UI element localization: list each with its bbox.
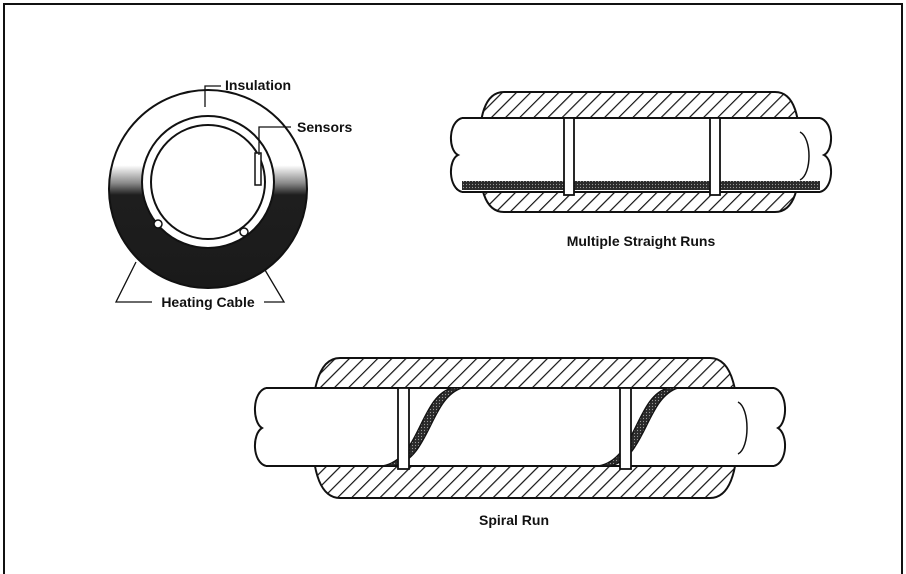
leader-lines <box>114 85 291 303</box>
straight-run-heating-cable <box>456 181 824 190</box>
sensors-label: Sensors <box>297 119 352 135</box>
pipe-cross-section <box>108 89 308 289</box>
diagram-frame <box>3 3 903 574</box>
spiral-run-strap-1 <box>397 387 410 470</box>
spiral-run-insulation-end-right <box>737 401 748 455</box>
straight-runs-strap-1 <box>563 117 575 196</box>
spiral-cable-segment-1 <box>381 387 463 467</box>
spiral-run-assembly <box>254 357 786 499</box>
spiral-run-strap-2 <box>619 387 632 470</box>
heating-cable-left <box>153 219 163 229</box>
straight-runs-assembly <box>450 91 832 213</box>
multiple-straight-runs-label: Multiple Straight Runs <box>567 233 716 249</box>
pipe-inner-wall <box>150 124 266 240</box>
straight-runs-pipe-right-end <box>819 117 832 193</box>
spiral-run-pipe-left-end <box>254 387 267 467</box>
insulation-leader <box>204 85 221 107</box>
heating-cable-label: Heating Cable <box>161 294 255 310</box>
heating-cable-leader-left <box>114 261 152 303</box>
spiral-run-pipe-right-end <box>773 387 786 467</box>
insulation-label: Insulation <box>225 77 291 93</box>
sensor-element <box>254 152 262 186</box>
heating-cable-leader-right <box>264 269 286 303</box>
straight-runs-insulation-end-right <box>799 131 810 181</box>
spiral-run-pipe <box>266 388 774 466</box>
straight-runs-pipe <box>462 118 820 192</box>
straight-runs-strap-2 <box>709 117 721 196</box>
sensors-leader <box>258 126 291 155</box>
spiral-run-label: Spiral Run <box>479 512 549 528</box>
straight-runs-pipe-left-end <box>450 117 463 193</box>
heating-cable-right <box>239 227 249 237</box>
